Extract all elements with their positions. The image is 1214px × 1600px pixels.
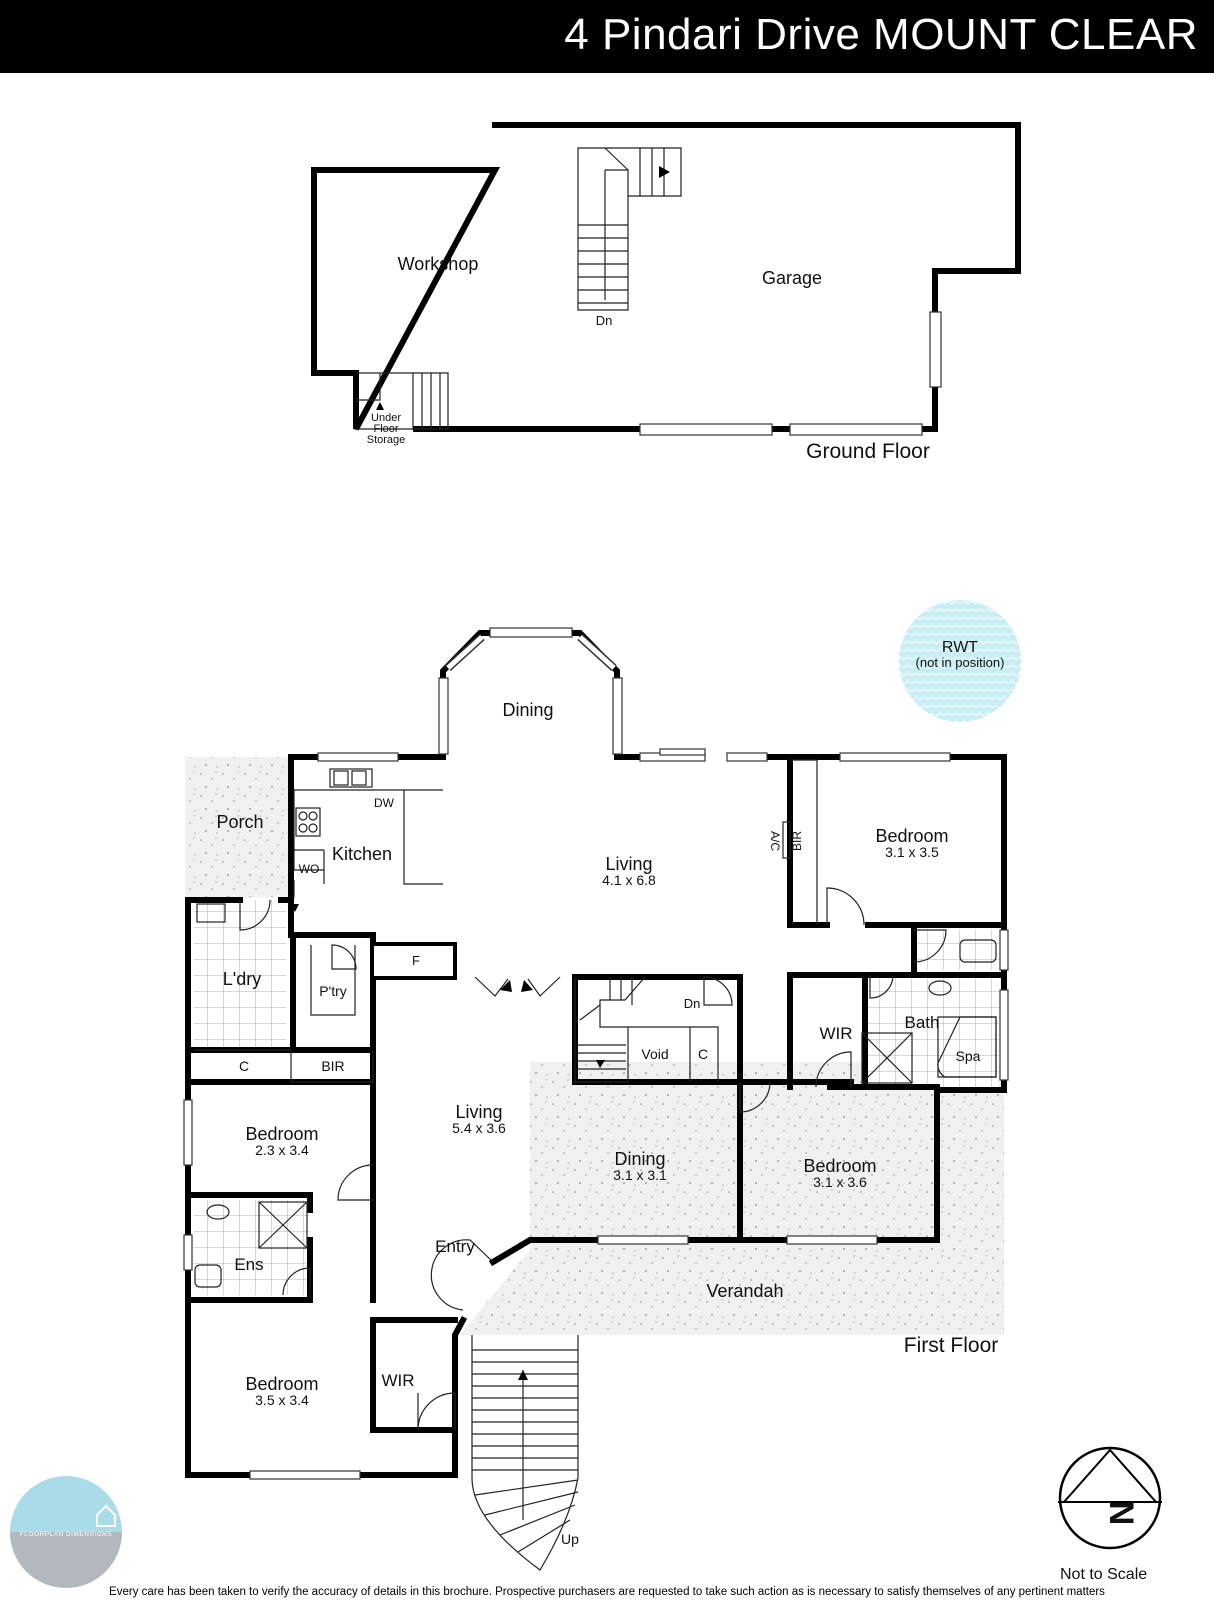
- compass-rose: N: [1058, 1446, 1162, 1550]
- verandah-label: Verandah: [706, 1281, 783, 1301]
- floorplan-dimensions-logo: FLOORPLAN DIMENSIONS: [10, 1476, 122, 1588]
- first-floor-staircase: [574, 976, 719, 1083]
- dining-lower-dimensions: 3.1 x 3.1: [613, 1167, 667, 1183]
- ground-floor: Workshop Garage Dn Under Floor Storage G…: [311, 122, 1021, 463]
- bedroom-w-dimensions: 2.3 x 3.4: [255, 1142, 309, 1158]
- bir-right-label: BIR: [790, 831, 804, 851]
- property-address-title: 4 Pindari Drive MOUNT CLEAR: [564, 10, 1198, 59]
- bay-windows: [317, 627, 951, 762]
- external-stair: [471, 1335, 579, 1571]
- first-floor-level-label: First Floor: [904, 1334, 999, 1357]
- laundry-label: L'dry: [223, 969, 261, 989]
- logo-text: FLOORPLAN DIMENSIONS: [20, 1531, 113, 1538]
- stair-dn-label: Dn: [684, 996, 701, 1011]
- dining-lower-label: Dining: [614, 1149, 665, 1169]
- stair-up-label: Up: [561, 1531, 579, 1547]
- under-floor-storage-label-3: Storage: [367, 434, 406, 446]
- dishwasher-label: DW: [374, 796, 395, 810]
- air-conditioner-label: A/C: [768, 831, 782, 851]
- void-label: Void: [641, 1046, 668, 1062]
- ensuite-label: Ens: [234, 1255, 263, 1274]
- spa-label: Spa: [956, 1048, 981, 1064]
- fridge-label: F: [412, 953, 420, 968]
- garage-window-left: [639, 423, 773, 436]
- disclaimer-text: Every care has been taken to verify the …: [109, 1586, 1105, 1598]
- living-main-label: Living: [605, 854, 652, 874]
- dining-top-label: Dining: [502, 700, 553, 720]
- bedroom-e-label: Bedroom: [803, 1156, 876, 1176]
- pantry-label: P'try: [319, 983, 347, 999]
- porch-area: [185, 757, 291, 897]
- bedroom-ne-label: Bedroom: [875, 826, 948, 846]
- garage-window-right: [789, 423, 923, 436]
- title-bar: 4 Pindari Drive MOUNT CLEAR: [0, 0, 1214, 73]
- bath-tiles: [865, 975, 999, 1087]
- fridge-space: [372, 944, 455, 978]
- bathroom-fixtures: [194, 903, 997, 1288]
- kitchen-fittings: [291, 768, 443, 912]
- first-floor: RWT (not in position) Dining Porch Kitch…: [183, 600, 1021, 1571]
- garage-label: Garage: [762, 268, 822, 288]
- cupboard-stair-label: C: [698, 1046, 708, 1062]
- workshop-label: Workshop: [398, 254, 479, 274]
- rwt-label: RWT: [942, 639, 978, 656]
- under-floor-storage-label-1: Under: [371, 412, 401, 424]
- internal-walls: [191, 754, 1007, 1433]
- bath-label: Bath: [905, 1013, 940, 1032]
- rwt-note: (not in position): [916, 655, 1005, 670]
- living-main-dimensions: 4.1 x 6.8: [602, 872, 656, 888]
- ground-stair-dn-label: Dn: [596, 313, 613, 328]
- garage-side-window: [929, 311, 942, 388]
- north-letter: N: [1102, 1501, 1140, 1526]
- entry-label: Entry: [435, 1237, 475, 1256]
- powder-tiles: [914, 930, 999, 970]
- living-lower-dimensions: 5.4 x 3.6: [452, 1120, 506, 1136]
- bedroom-ne-dimensions: 3.1 x 3.5: [885, 844, 939, 860]
- underfloor-stair: [356, 372, 449, 430]
- rainwater-tank: [899, 600, 1021, 722]
- exterior-windows: [183, 929, 1009, 1480]
- wir-left-label: WIR: [381, 1371, 414, 1390]
- wall-oven-label: WO: [299, 862, 320, 876]
- wir-right-label: WIR: [819, 1024, 852, 1043]
- ground-floor-level-label: Ground Floor: [806, 440, 930, 463]
- bedroom-e-dimensions: 3.1 x 3.6: [813, 1174, 867, 1190]
- bedroom-sw-dimensions: 3.5 x 3.4: [255, 1392, 309, 1408]
- bedroom-sw-label: Bedroom: [245, 1374, 318, 1394]
- not-to-scale-note: Not to Scale: [1060, 1566, 1148, 1583]
- living-lower-label: Living: [455, 1102, 502, 1122]
- storage-fittings: [194, 759, 818, 1083]
- bir-left-label: BIR: [321, 1058, 344, 1074]
- door-swings: [239, 887, 947, 1431]
- under-floor-storage-label-2: Floor: [373, 423, 398, 435]
- verandah-area: [460, 1062, 1004, 1335]
- porch-label: Porch: [216, 812, 263, 832]
- ground-staircase: [577, 147, 682, 311]
- cupboard-laundry-label: C: [239, 1058, 249, 1074]
- bedroom-w-label: Bedroom: [245, 1124, 318, 1144]
- kitchen-label: Kitchen: [332, 844, 392, 864]
- bifold-doors: [474, 976, 561, 997]
